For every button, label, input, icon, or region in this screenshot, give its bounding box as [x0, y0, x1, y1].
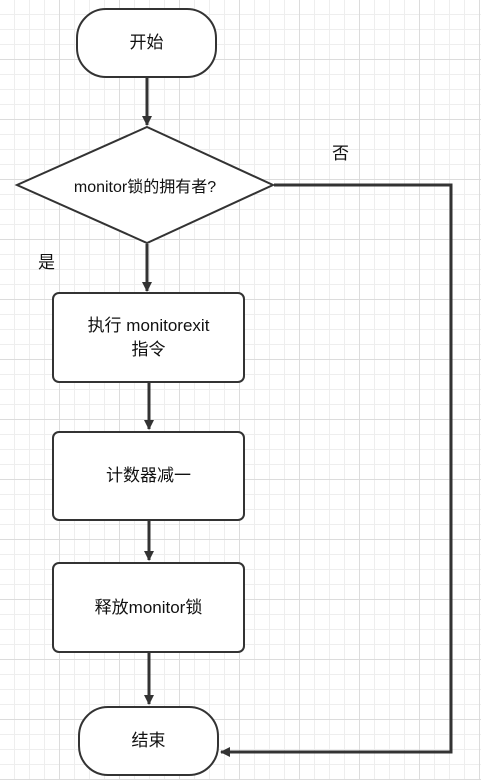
arrow-no-branch: [220, 183, 453, 757]
end-node: 结束: [78, 706, 219, 776]
release-label: 释放monitor锁: [94, 597, 203, 617]
exec-label-line1: 执行 monitorexit: [87, 315, 210, 335]
exec-monitorexit-node: 执行 monitorexit 指令: [52, 292, 245, 383]
yes-label: 是: [38, 253, 55, 272]
decision-diamond: [14, 125, 276, 245]
no-label: 否: [332, 144, 349, 163]
exec-label-line2: 指令: [131, 339, 166, 359]
decision-label: monitor锁的拥有者?: [73, 179, 217, 196]
end-label: 结束: [131, 731, 166, 750]
decrement-label: 计数器减一: [106, 466, 191, 485]
start-node: 开始: [76, 8, 217, 78]
release-lock-node: 释放monitor锁: [52, 562, 245, 653]
decrement-node: 计数器减一: [52, 431, 245, 521]
start-label: 开始: [129, 33, 164, 52]
